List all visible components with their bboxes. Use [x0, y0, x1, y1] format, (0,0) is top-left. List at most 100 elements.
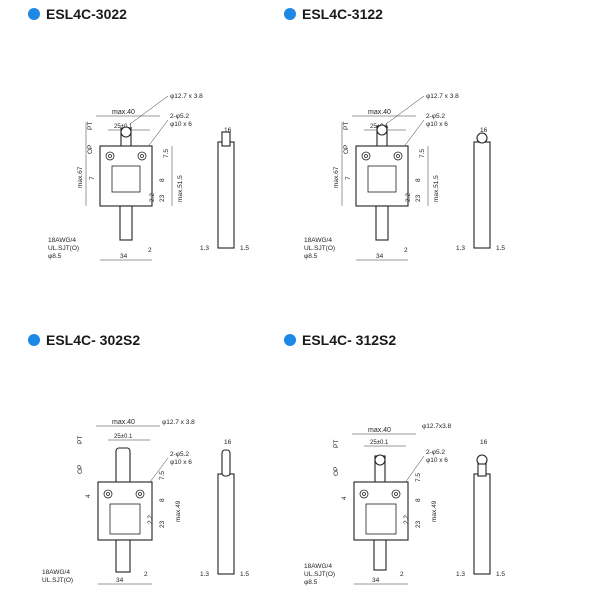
- dim-max-width: max.40: [112, 109, 135, 116]
- front-view: max.40 25±0.1 φ12.7 x 3.8 2-φ5.2 φ10 x 6…: [48, 93, 203, 261]
- dim-2-2: 2.2: [147, 515, 154, 524]
- side-view: 16 1.3 1.5: [200, 127, 249, 252]
- dim-1-3: 1.3: [456, 245, 465, 252]
- dim-counterbore: φ10 x 6: [426, 457, 448, 464]
- cable: [373, 539, 387, 571]
- switch-body: [353, 481, 409, 541]
- side-view: 16 1.3 1.5: [200, 439, 249, 578]
- dim-max-width: max.40: [112, 419, 135, 426]
- cable-spec-3: φ8.5: [48, 253, 62, 260]
- dim-pt: PT: [77, 436, 84, 444]
- dim-1-3: 1.3: [200, 245, 209, 252]
- side-body: [217, 141, 235, 249]
- dim-1-5: 1.5: [240, 245, 249, 252]
- dim-roller: φ12.7 x 3.8: [426, 93, 459, 100]
- cable: [115, 539, 131, 573]
- dim-23: 23: [159, 194, 166, 202]
- panel-3-title: ESL4C- 302S2: [46, 332, 141, 348]
- bullet-icon: [284, 8, 296, 20]
- switch-body: [355, 145, 409, 207]
- cable-spec-2: UL.SJT(O): [304, 571, 335, 578]
- cable-spec-3: φ8.5: [304, 253, 318, 260]
- cable-spec-3: φ8.5: [304, 579, 318, 586]
- dim-8: 8: [415, 498, 422, 502]
- panel-4-header: ESL4C- 312S2: [284, 332, 396, 348]
- dim-1-3: 1.3: [456, 571, 465, 578]
- panel-1-title: ESL4C-3022: [46, 6, 127, 22]
- dim-8: 8: [415, 178, 422, 182]
- plunger: [115, 447, 131, 487]
- switch-drawing-3: max.40 25±0.1 φ12.7 x 3.8 2-φ5.2 φ10 x 6…: [42, 419, 249, 585]
- bullet-icon: [28, 334, 40, 346]
- panel-2-title: ESL4C-3122: [302, 6, 383, 22]
- dim-23: 23: [415, 194, 422, 202]
- dim-2-2: 2.2: [149, 193, 156, 202]
- bullet-icon: [284, 334, 296, 346]
- dim-1-5: 1.5: [240, 571, 249, 578]
- dim-7-5: 7.5: [159, 471, 166, 480]
- dim-2: 2: [400, 571, 404, 578]
- panel-1-header: ESL4C-3022: [28, 6, 127, 22]
- dim-4: 4: [85, 494, 92, 498]
- dim-7-5: 7.5: [163, 149, 170, 158]
- cable: [119, 205, 133, 241]
- dim-hole-spacing: 25±0.1: [114, 434, 133, 440]
- panel-3-header: ESL4C- 302S2: [28, 332, 140, 348]
- side-view: 16 1.3 1.5: [456, 127, 505, 252]
- dim-holes: 2-φ5.2: [426, 449, 445, 456]
- dim-34: 34: [372, 577, 380, 584]
- cable-spec-1: 18AWG/4: [48, 237, 76, 244]
- dim-op: OP: [77, 465, 84, 474]
- switch-drawing-2: max.40 25±0.1 φ12.7 x 3.8 2-φ5.2 φ10 x 6…: [304, 93, 505, 261]
- side-view: 16 1.3 1.5: [456, 439, 505, 578]
- dim-max-body: max.49: [431, 500, 438, 522]
- dim-max-height: max.67: [77, 166, 84, 188]
- dim-roller: φ12.7 x 3.8: [162, 419, 195, 426]
- panel-2-header: ESL4C-3122: [284, 6, 383, 22]
- dim-counterbore: φ10 x 6: [426, 121, 448, 128]
- dim-23: 23: [159, 520, 166, 528]
- dim-34: 34: [116, 577, 124, 584]
- panel-4-title: ESL4C- 312S2: [302, 332, 397, 348]
- front-view: max.40 25±0.1 φ12.7x3.8 2-φ5.2 φ10 x 6 P…: [304, 423, 452, 586]
- dim-counterbore: φ10 x 6: [170, 459, 192, 466]
- dim-16: 16: [480, 127, 488, 134]
- cable-spec-2: UL.SJT(O): [42, 577, 73, 584]
- dim-hole-spacing: 25±0.1: [370, 440, 389, 446]
- dim-1-5: 1.5: [496, 245, 505, 252]
- dim-pt: PT: [333, 440, 340, 448]
- dim-16: 16: [480, 439, 488, 446]
- dim-23: 23: [415, 520, 422, 528]
- dim-34: 34: [120, 253, 128, 260]
- dim-pt: PT: [343, 122, 350, 130]
- dim-pt: PT: [87, 122, 94, 130]
- dim-7-5: 7.5: [415, 473, 422, 482]
- cable: [375, 205, 389, 241]
- switch-drawing-4: max.40 25±0.1 φ12.7x3.8 2-φ5.2 φ10 x 6 P…: [304, 423, 505, 586]
- dim-counterbore: φ10 x 6: [170, 121, 192, 128]
- switch-body: [99, 145, 153, 207]
- dim-1-3: 1.3: [200, 571, 209, 578]
- dim-8: 8: [159, 178, 166, 182]
- bullet-icon: [28, 8, 40, 20]
- dim-max-body: max.51.5: [177, 175, 184, 202]
- dim-7: 7: [89, 176, 96, 180]
- cable-spec-2: UL.SJT(O): [304, 245, 335, 252]
- switch-drawing-1: max.40 25±0.1 φ12.7 x 3.8 2-φ5.2 φ10 x 6…: [48, 93, 249, 261]
- dim-7: 7: [345, 176, 352, 180]
- roller: [120, 126, 132, 138]
- dim-op: OP: [87, 145, 94, 154]
- dim-2: 2: [144, 571, 148, 578]
- dim-holes: 2-φ5.2: [170, 451, 189, 458]
- dim-4: 4: [341, 496, 348, 500]
- dim-holes: 2-φ5.2: [426, 113, 445, 120]
- cable-spec-2: UL.SJT(O): [48, 245, 79, 252]
- dim-2: 2: [404, 247, 408, 254]
- cable-spec-1: 18AWG/4: [304, 563, 332, 570]
- dim-op: OP: [343, 145, 350, 154]
- switch-body: [97, 481, 153, 541]
- cable-spec-1: 18AWG/4: [42, 569, 70, 576]
- dim-16: 16: [224, 439, 232, 446]
- dim-roller: φ12.7x3.8: [422, 423, 452, 430]
- dim-roller: φ12.7 x 3.8: [170, 93, 203, 100]
